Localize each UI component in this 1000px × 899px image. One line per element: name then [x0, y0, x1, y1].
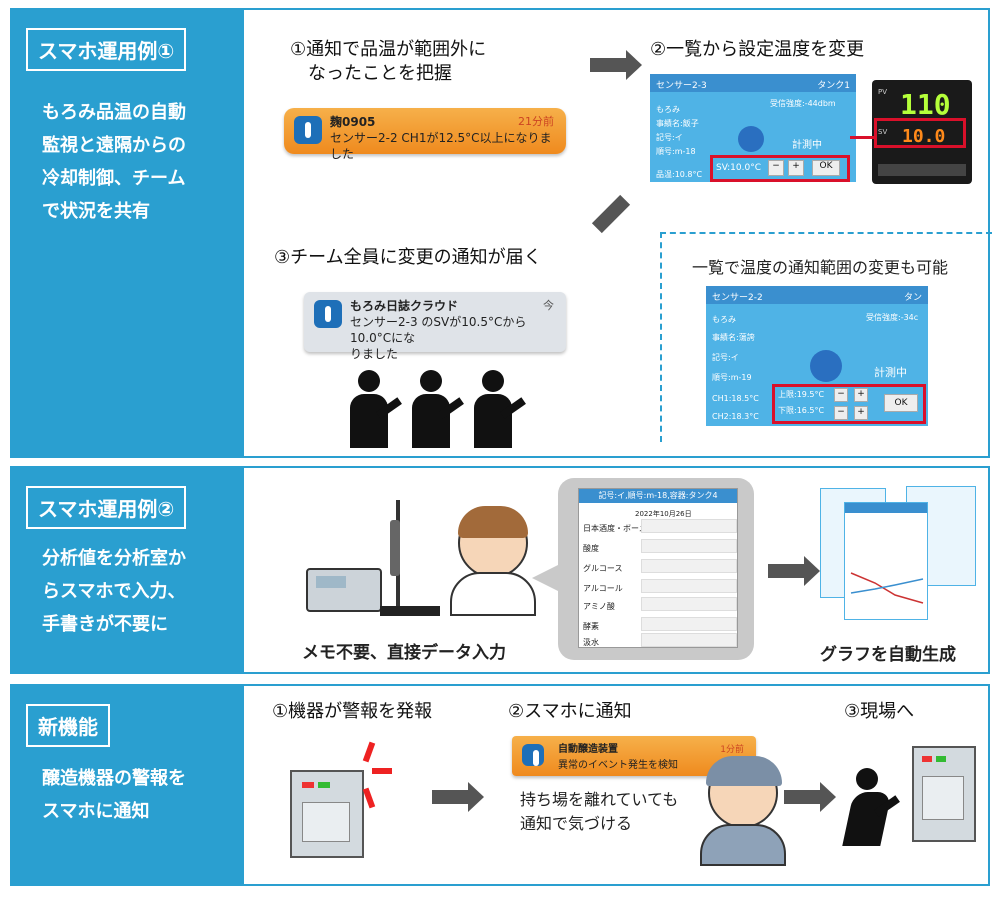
- section3-description: 醸造機器の警報を スマホに通知: [42, 768, 186, 822]
- app-icon: [314, 300, 342, 328]
- sv-highlight: [710, 155, 850, 182]
- arrow-right-icon: [784, 782, 836, 812]
- upper-limit: 上限:19.5°C: [778, 390, 825, 399]
- controller-buttons: [878, 164, 966, 176]
- app-icon: [522, 744, 544, 766]
- input-amino-acid[interactable]: [641, 597, 737, 611]
- input-yeast[interactable]: [641, 617, 737, 631]
- analyst-body: [450, 572, 536, 616]
- analyzer-device-icon: [306, 568, 382, 612]
- lower-plus-button[interactable]: +: [854, 406, 868, 420]
- sv-value: SV:10.0°C: [716, 163, 761, 173]
- section3-tag: 新機能: [26, 704, 110, 747]
- section2-description: 分析値を分析室か らスマホで入力、 手書きが不要に: [42, 548, 186, 635]
- arrow-right-icon: [768, 556, 820, 586]
- red-arrow-icon: [850, 136, 876, 139]
- section2-sidebar: スマホ運用例② 分析値を分析室か らスマホで入力、 手書きが不要に: [12, 468, 244, 672]
- line-graph-icon: [850, 572, 924, 604]
- person-icon: [470, 370, 530, 450]
- graph-screen-front: [844, 502, 928, 620]
- brewing-machine-icon: [912, 746, 976, 842]
- sv-plus-button[interactable]: +: [788, 160, 804, 176]
- upper-plus-button[interactable]: +: [854, 388, 868, 402]
- section1-description: もろみ品温の自動 監視と遠隔からの 冷却制御、チーム で状況を共有: [42, 102, 186, 222]
- section1-sidebar: スマホ運用例① もろみ品温の自動 監視と遠隔からの 冷却制御、チーム で状況を共…: [12, 10, 244, 456]
- sv-minus-button[interactable]: −: [768, 160, 784, 176]
- electrode-icon: [390, 520, 400, 576]
- analysis-input-form: 記号:イ,順号:m-18,容器:タンク4 2022年10月26日 日本酒度・ボー…: [578, 488, 738, 648]
- worker-person-icon: [706, 756, 782, 828]
- input-alcohol[interactable]: [641, 579, 737, 593]
- section3-step1: ①機器が警報を発報: [272, 701, 433, 722]
- notification-sv-changed[interactable]: もろみ日誌クラウド センサー2-3 のSVが10.5°Cから10.0°Cにな り…: [304, 292, 566, 361]
- lower-limit: 下限:16.5°C: [778, 406, 825, 415]
- worker-body: [700, 824, 786, 866]
- person-icon: [408, 370, 468, 450]
- range-highlight: [772, 384, 926, 424]
- dashed-divider: [660, 232, 992, 442]
- section3-step3: ③現場へ: [844, 701, 915, 722]
- section3-step2: ②スマホに通知: [508, 701, 632, 722]
- input-glucose[interactable]: [641, 559, 737, 573]
- sv-ok-button[interactable]: OK: [812, 160, 840, 176]
- sv-display: 10.0: [902, 126, 946, 147]
- section1-step2: ②一覧から設定温度を変更: [650, 39, 865, 60]
- chart-icon[interactable]: [810, 350, 842, 382]
- temperature-controller: PV 110 SV 10.0: [872, 80, 972, 184]
- lower-minus-button[interactable]: −: [834, 406, 848, 420]
- upper-minus-button[interactable]: −: [834, 388, 848, 402]
- section3-sidebar: 新機能 醸造機器の警報を スマホに通知: [12, 686, 244, 884]
- section1-step4: 一覧で温度の通知範囲の変更も可能: [692, 258, 949, 277]
- input-acidity[interactable]: [641, 539, 737, 553]
- input-water[interactable]: [641, 633, 737, 647]
- brewing-machine-icon: [290, 770, 364, 858]
- person-icon: [346, 370, 406, 450]
- chart-icon[interactable]: [738, 126, 764, 152]
- app-icon: [294, 116, 322, 144]
- arrow-right-icon: [432, 782, 484, 812]
- input-nihonshudo[interactable]: [641, 519, 737, 533]
- analyst-person-icon: [458, 506, 528, 578]
- pv-display: 110: [900, 88, 951, 121]
- section-new-feature: 新機能 醸造機器の警報を スマホに通知 ①機器が警報を発報 ②スマホに通知 ③現…: [10, 684, 990, 886]
- section1-tag: スマホ運用例①: [26, 28, 187, 71]
- notification-out-of-range[interactable]: 麹0905 センサー2-2 CH1が12.5°C以上になりました 21分前: [284, 108, 566, 161]
- section1-step3: ③チーム全員に変更の通知が届く: [274, 247, 542, 268]
- analyzer-screen: [316, 576, 346, 588]
- stand-base: [380, 606, 440, 616]
- form-header: 記号:イ,順号:m-18,容器:タンク4: [579, 489, 737, 503]
- section3-caption: 持ち場を離れていても 通知で気づける: [520, 790, 679, 833]
- arrow-right-icon: [590, 50, 642, 80]
- section-smartphone-example-2: スマホ運用例② 分析値を分析室か らスマホで入力、 手書きが不要に 記号:イ,順…: [10, 466, 990, 674]
- range-ok-button[interactable]: OK: [884, 394, 918, 412]
- form-date: 2022年10月26日: [635, 510, 692, 518]
- bubble-tail: [532, 564, 560, 592]
- section1-step1: ①通知で品温が範囲外に なったことを把握: [290, 39, 487, 84]
- section-smartphone-example-1: スマホ運用例① もろみ品温の自動 監視と遠隔からの 冷却制御、チーム で状況を共…: [10, 8, 992, 458]
- section2-caption-input: メモ不要、直接データ入力: [302, 643, 506, 663]
- controller-sv-highlight: [874, 118, 966, 148]
- alarm-burst-icon: [362, 741, 392, 812]
- running-person-icon: [842, 768, 904, 848]
- section2-tag: スマホ運用例②: [26, 486, 187, 529]
- arrow-down-left-icon: [591, 194, 631, 234]
- section2-caption-graph: グラフを自動生成: [820, 645, 956, 665]
